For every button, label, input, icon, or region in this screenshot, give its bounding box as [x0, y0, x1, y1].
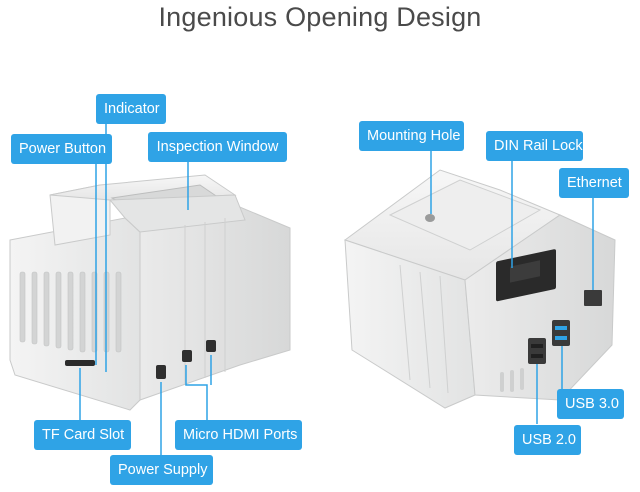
- callout-usb-3: USB 3.0: [557, 389, 624, 419]
- page-title: Ingenious Opening Design: [158, 2, 482, 32]
- callout-power-supply: Power Supply: [110, 455, 213, 485]
- callout-tf-card-slot: TF Card Slot: [34, 420, 131, 450]
- callout-mounting-hole: Mounting Hole: [359, 121, 464, 151]
- callout-indicator: Indicator: [96, 94, 166, 124]
- callout-ethernet: Ethernet: [559, 168, 629, 198]
- callout-micro-hdmi-ports: Micro HDMI Ports: [175, 420, 302, 450]
- callout-power-button: Power Button: [11, 134, 112, 164]
- callout-din-rail-lock: DIN Rail Lock: [486, 131, 583, 161]
- right-case: [343, 169, 616, 409]
- callout-usb-2: USB 2.0: [514, 425, 581, 455]
- callout-inspection-window: Inspection Window: [148, 132, 287, 162]
- left-case: [9, 174, 291, 411]
